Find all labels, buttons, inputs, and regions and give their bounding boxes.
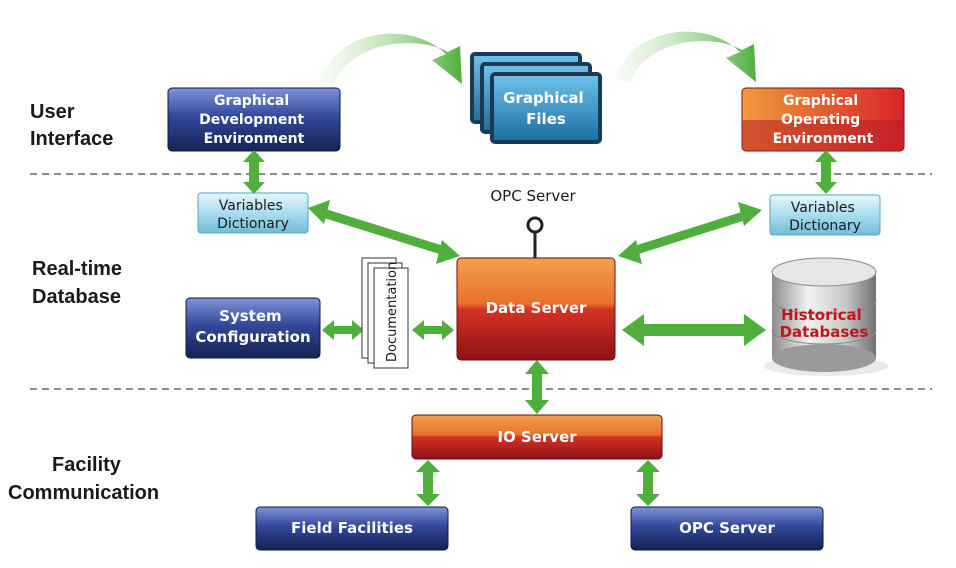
svg-text:Variables Dictionary: Variables Dictionary <box>789 200 861 234</box>
field-facilities-box: Field Facilities <box>255 506 449 551</box>
opc-server-box: OPC Server <box>630 506 824 551</box>
section-label-user-interface: User Interface <box>30 101 113 150</box>
documentation-pages: Documentation <box>361 257 409 369</box>
arrow-data-server-to-historical <box>622 314 766 346</box>
arrow-io-to-opc-server <box>636 460 660 506</box>
historical-databases-cylinder: Historical Databases <box>764 257 888 376</box>
arrow-sysconfig-to-docs <box>322 320 364 340</box>
variables-dictionary-right: Variables Dictionary <box>769 194 881 236</box>
svg-text:System Configuration: System Configuration <box>195 307 310 346</box>
svg-text:OPC Server: OPC Server <box>679 519 775 537</box>
graphical-development-box: Graphical Development Environment <box>167 87 341 152</box>
antenna-icon <box>526 216 544 258</box>
section-label-realtime-database: Real-time Database <box>32 258 128 308</box>
io-server-box: IO Server <box>411 414 663 460</box>
svg-text:Graphical Operating: Graphical Operating Environment <box>773 93 874 147</box>
arrow-io-to-field-facilities <box>416 460 440 506</box>
section-label-facility-communication: Facility Communication <box>8 454 159 504</box>
arrow-vars-right-to-data-server <box>618 202 762 264</box>
arrow-docs-to-data-server <box>412 320 454 340</box>
svg-text:Documentation: Documentation <box>385 262 400 362</box>
arrow-data-server-to-io <box>525 360 549 414</box>
swoosh-arrow-left <box>318 33 462 84</box>
svg-text:Data Server: Data Server <box>486 299 587 317</box>
data-server-box: Data Server <box>456 257 616 361</box>
svg-text:Field Facilities: Field Facilities <box>291 519 413 537</box>
arrow-dev-to-vars <box>243 150 265 194</box>
svg-text:Historical Databases: Historical Databases <box>780 306 869 341</box>
graphical-operating-box: Graphical Operating Environment <box>741 87 905 152</box>
svg-text:IO Server: IO Server <box>497 428 577 446</box>
opc-server-label: OPC Server <box>490 187 576 205</box>
variables-dictionary-left: Variables Dictionary <box>197 192 309 234</box>
graphical-files-stack: Graphical Files <box>470 52 602 144</box>
swoosh-arrow-right <box>614 31 756 82</box>
system-configuration-box: System Configuration <box>185 297 321 359</box>
arrow-vars-left-to-data-server <box>308 200 460 264</box>
svg-text:Graphical Files: Graphical Files <box>503 89 589 128</box>
arrow-op-to-vars <box>815 150 837 194</box>
svg-text:Variables Dictionary: Variables Dictionary <box>217 198 289 232</box>
svg-text:Graphical Development: Graphical Development Environment <box>199 93 309 147</box>
